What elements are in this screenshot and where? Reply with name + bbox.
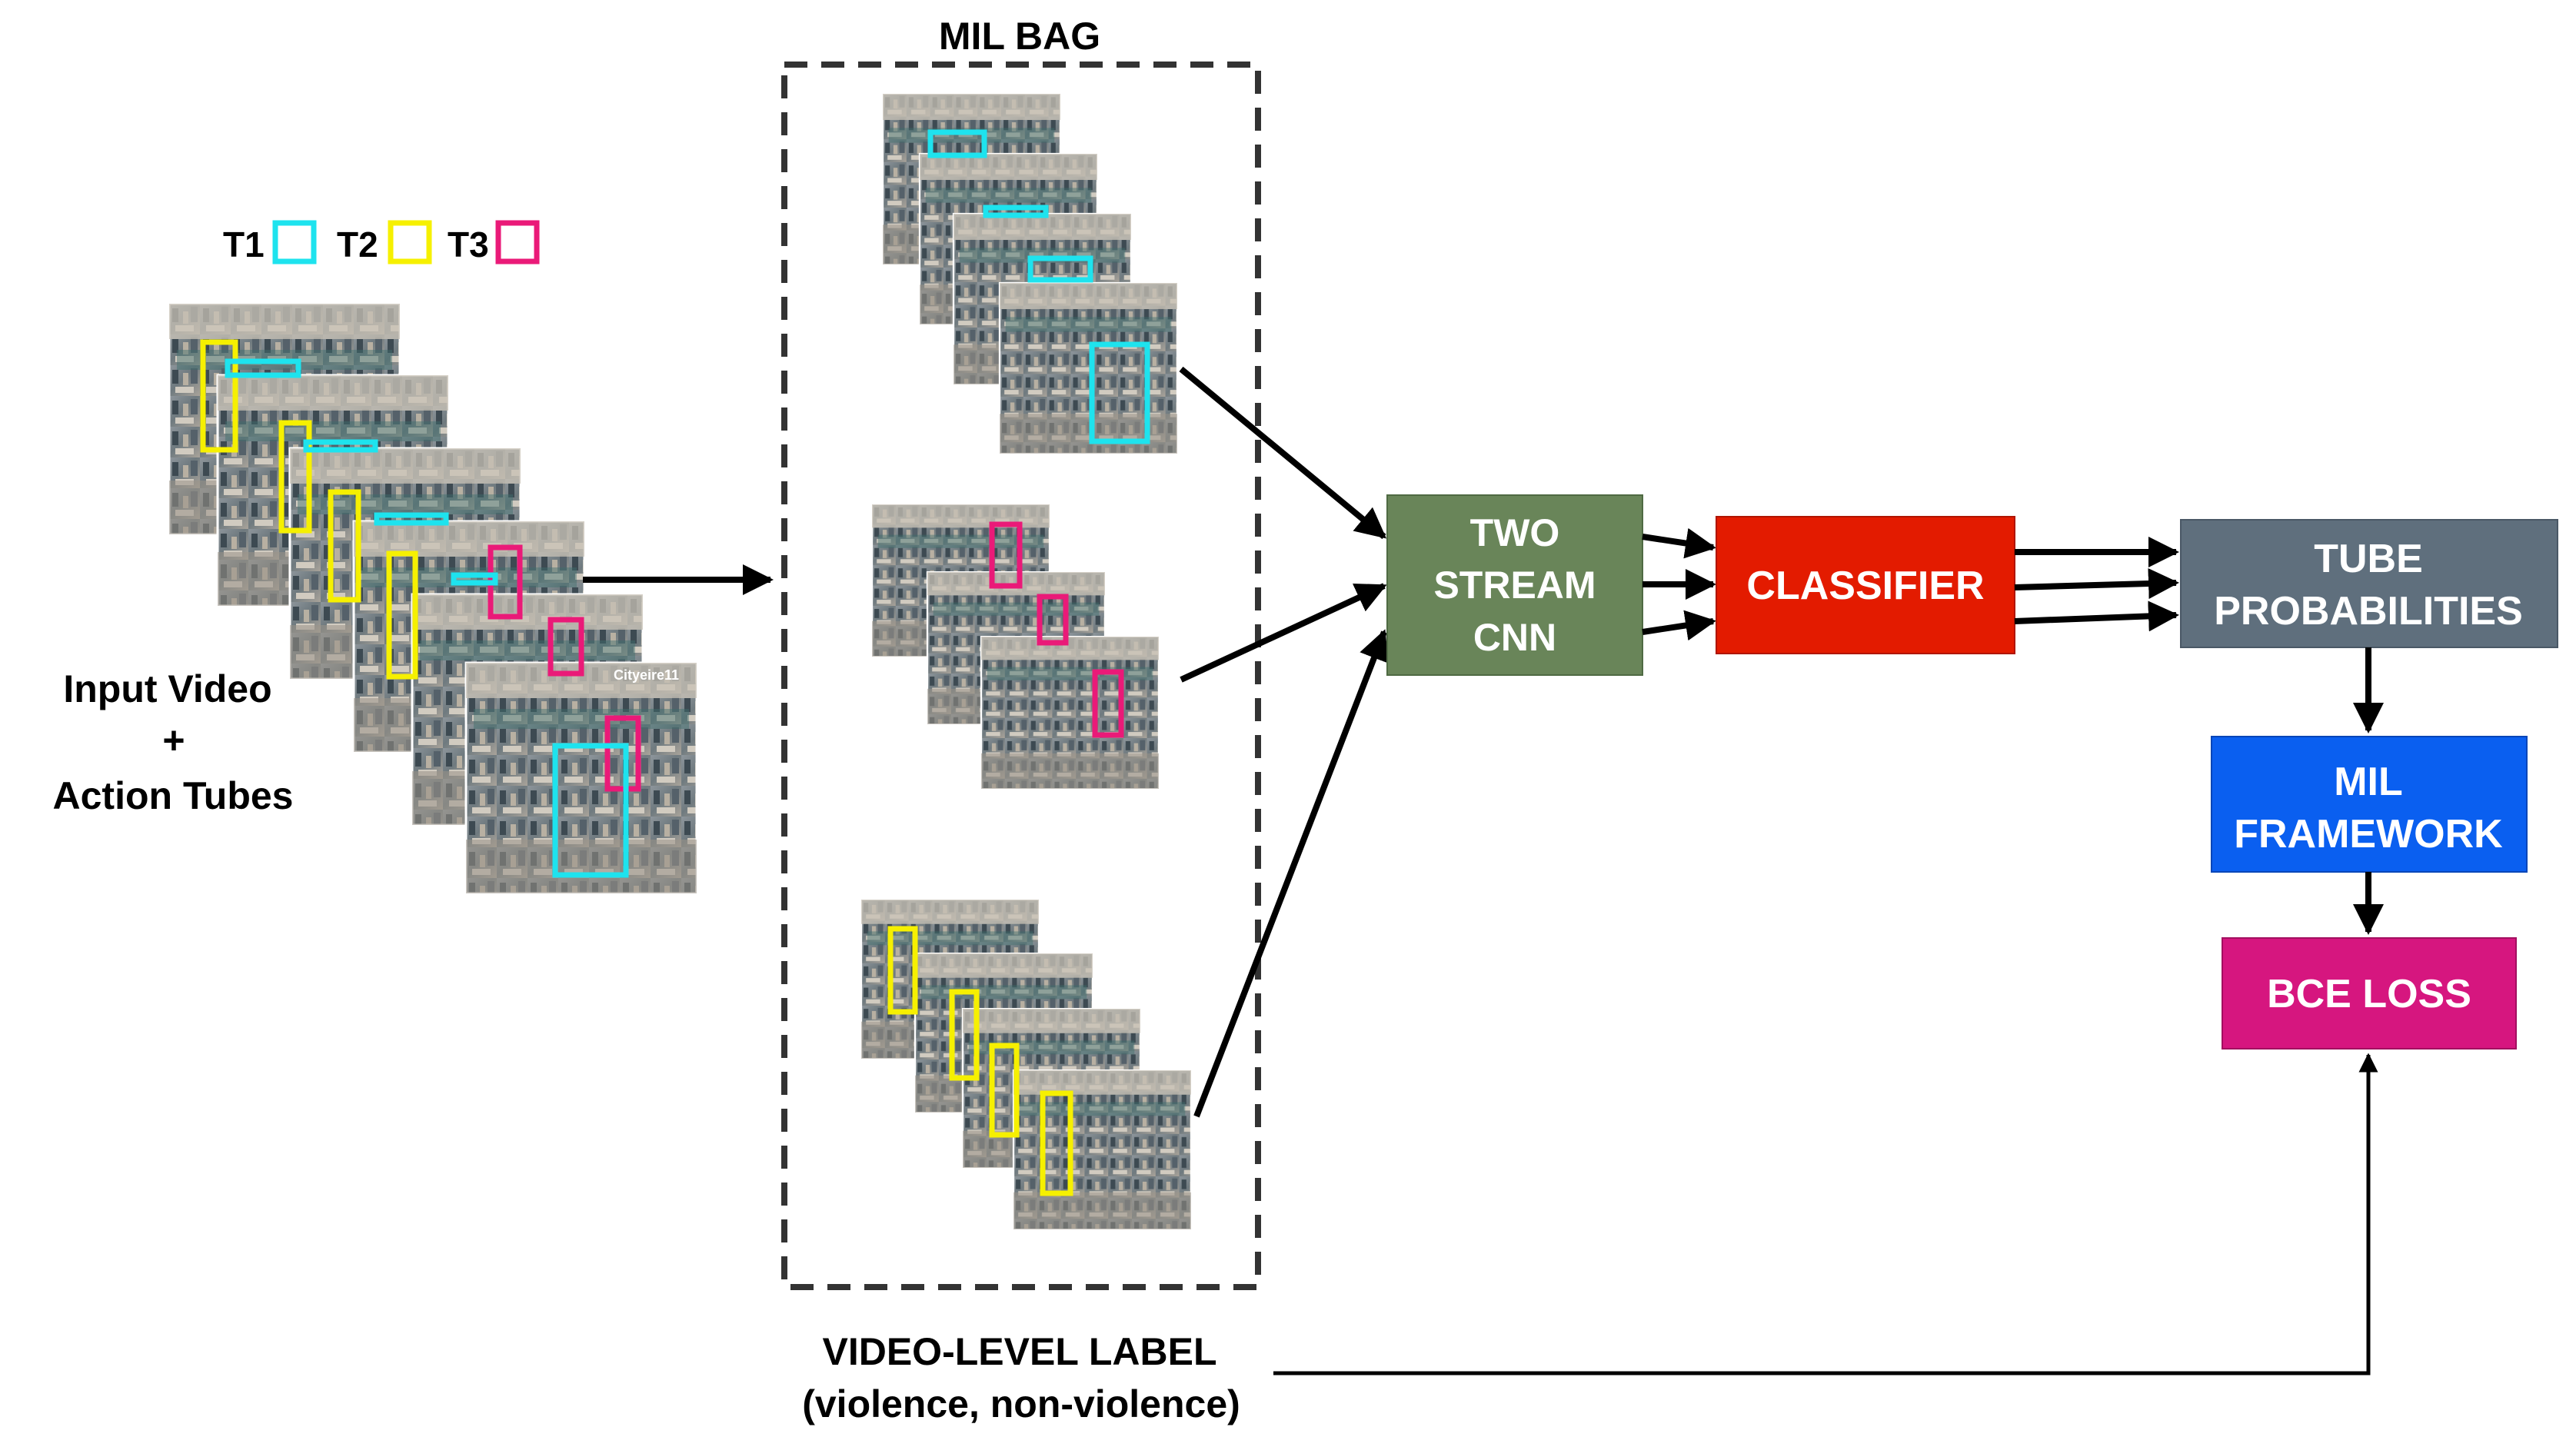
mil-bag-title: MIL BAG bbox=[939, 15, 1100, 58]
bag-tube-group-1 bbox=[881, 92, 1179, 455]
input-label-line3: Action Tubes bbox=[53, 774, 294, 817]
video-level-label: VIDEO-LEVEL LABEL bbox=[822, 1330, 1216, 1373]
tube-probabilities-block: TUBE PROBABILITIES bbox=[2180, 519, 2558, 648]
bce-loss-label: BCE LOSS bbox=[2267, 972, 2471, 1016]
arrow-bag2-to-cnn bbox=[1180, 583, 1387, 683]
arrow-cnn-to-classifier-3 bbox=[1642, 610, 1716, 641]
tube-legend: T1 T2 T3 bbox=[223, 220, 540, 264]
input-label-line2: + bbox=[162, 719, 185, 762]
input-label-line1: Input Video bbox=[63, 667, 271, 710]
mil-bag: MIL BAG bbox=[781, 15, 1261, 1425]
cnn-line1: TWO bbox=[1470, 511, 1560, 554]
arrow-classifier-to-probs-2 bbox=[2014, 568, 2179, 600]
tube-box-t1 bbox=[451, 572, 498, 586]
legend-label-t3: T3 bbox=[448, 225, 489, 264]
input-video-stack: Cityeire11 bbox=[168, 302, 698, 895]
classifier-label: CLASSIFIER bbox=[1746, 564, 1984, 608]
tube-box-t2 bbox=[386, 551, 418, 680]
arrow-cnn-to-classifier-1 bbox=[1642, 527, 1716, 559]
tube-probs-line2: PROBABILITIES bbox=[2214, 589, 2523, 634]
legend-label-t1: T1 bbox=[223, 225, 265, 264]
arrow-classifier-to-probs-3 bbox=[2014, 600, 2179, 632]
tube-box-t1 bbox=[303, 439, 378, 453]
mil-bag-border bbox=[781, 62, 1261, 1290]
legend-swatch-t2 bbox=[388, 220, 432, 264]
cnn-line2: STREAM bbox=[1433, 564, 1596, 607]
arrow-bag1-to-cnn bbox=[1179, 366, 1387, 540]
bag-tube-group-3 bbox=[860, 898, 1193, 1231]
tube-box-t3 bbox=[604, 715, 641, 792]
mil-framework-block: MIL FRAMEWORK bbox=[2211, 736, 2528, 873]
bag-tube-group-2 bbox=[870, 503, 1160, 790]
tube-box-t2 bbox=[200, 339, 238, 453]
legend-swatch-t3 bbox=[495, 220, 540, 264]
legend-label-t2: T2 bbox=[337, 225, 378, 264]
tube-probs-line1: TUBE bbox=[2314, 537, 2423, 581]
classifier-block: CLASSIFIER bbox=[1716, 516, 2015, 654]
legend-swatch-t1 bbox=[272, 220, 317, 264]
cnn-line3: CNN bbox=[1473, 616, 1556, 659]
bce-loss-block: BCE LOSS bbox=[2222, 937, 2517, 1049]
mil-framework-line1: MIL bbox=[2334, 760, 2403, 804]
tube-box-t3 bbox=[547, 617, 584, 677]
tube-box-t1 bbox=[552, 743, 629, 878]
arrow-label-to-bce bbox=[1273, 1053, 2378, 1375]
frame-overlay-text: Cityeire11 bbox=[614, 667, 679, 683]
video-level-label-values: (violence, non-violence) bbox=[802, 1382, 1240, 1425]
mil-framework-line2: FRAMEWORK bbox=[2234, 812, 2503, 857]
tube-box-t1 bbox=[225, 358, 301, 378]
tube-box-t1 bbox=[374, 512, 449, 526]
tube-box-t2 bbox=[278, 420, 312, 534]
two-stream-cnn-block: TWO STREAM CNN bbox=[1386, 494, 1643, 676]
arrow-bag3-to-cnn bbox=[1193, 629, 1389, 1118]
input-video-label: Input Video + Action Tubes bbox=[53, 667, 294, 817]
tube-box-t2 bbox=[328, 489, 361, 603]
